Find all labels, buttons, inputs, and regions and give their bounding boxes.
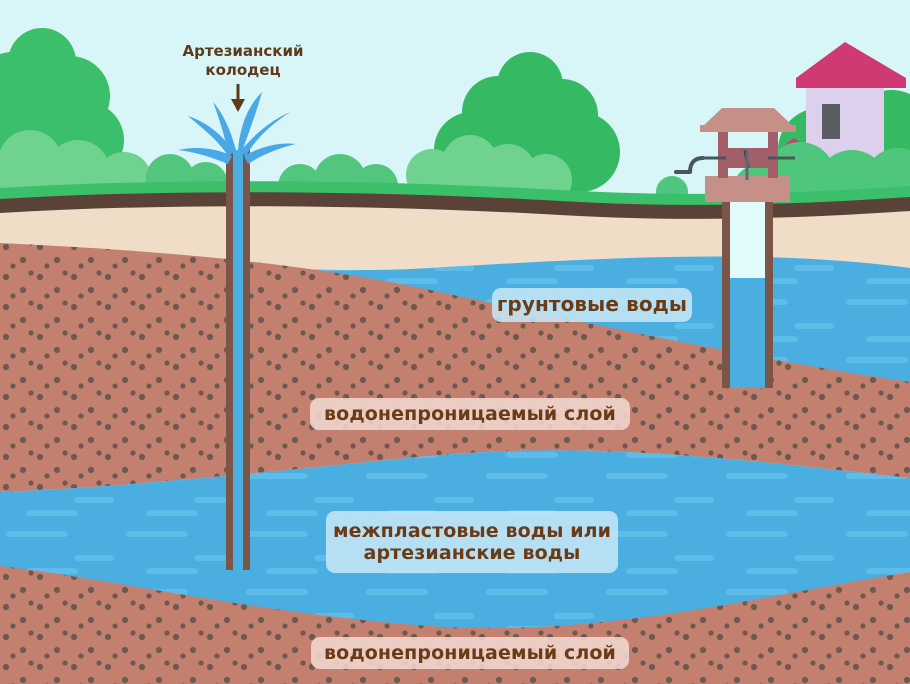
dug-well-air-column: [729, 200, 766, 280]
well-crank: [674, 156, 705, 174]
artesian-well-pipe[interactable]: [226, 150, 250, 570]
well-post-left: [718, 126, 728, 178]
label-interstratal-water: межпластовые воды или артезианские воды: [326, 511, 618, 573]
artesian-pipe-casing-left: [226, 150, 233, 570]
label-impermeable-upper: водонепроницаемый слой: [310, 398, 630, 430]
dug-well-wall-left: [722, 198, 730, 388]
dug-well-water-column: [729, 278, 766, 388]
well-base-platform: [705, 176, 790, 202]
label-impermeable-lower: водонепроницаемый слой: [311, 637, 629, 669]
house-window: [822, 104, 840, 139]
artesian-pipe-casing-right: [243, 150, 250, 570]
dug-well-wall-right: [765, 198, 773, 388]
label-groundwater: грунтовые воды: [492, 288, 692, 322]
house-roof: [796, 42, 906, 88]
down-arrow-icon: [231, 84, 245, 112]
page-title: Артезианский колодец: [182, 42, 304, 79]
dug-well[interactable]: [674, 108, 796, 388]
artesian-pipe-water: [231, 150, 245, 570]
lower-clay-dots: [0, 566, 910, 684]
well-roof: [702, 108, 794, 127]
well-post-right: [768, 126, 778, 178]
water-spray: [178, 92, 296, 164]
well-roof-eave: [700, 125, 796, 132]
